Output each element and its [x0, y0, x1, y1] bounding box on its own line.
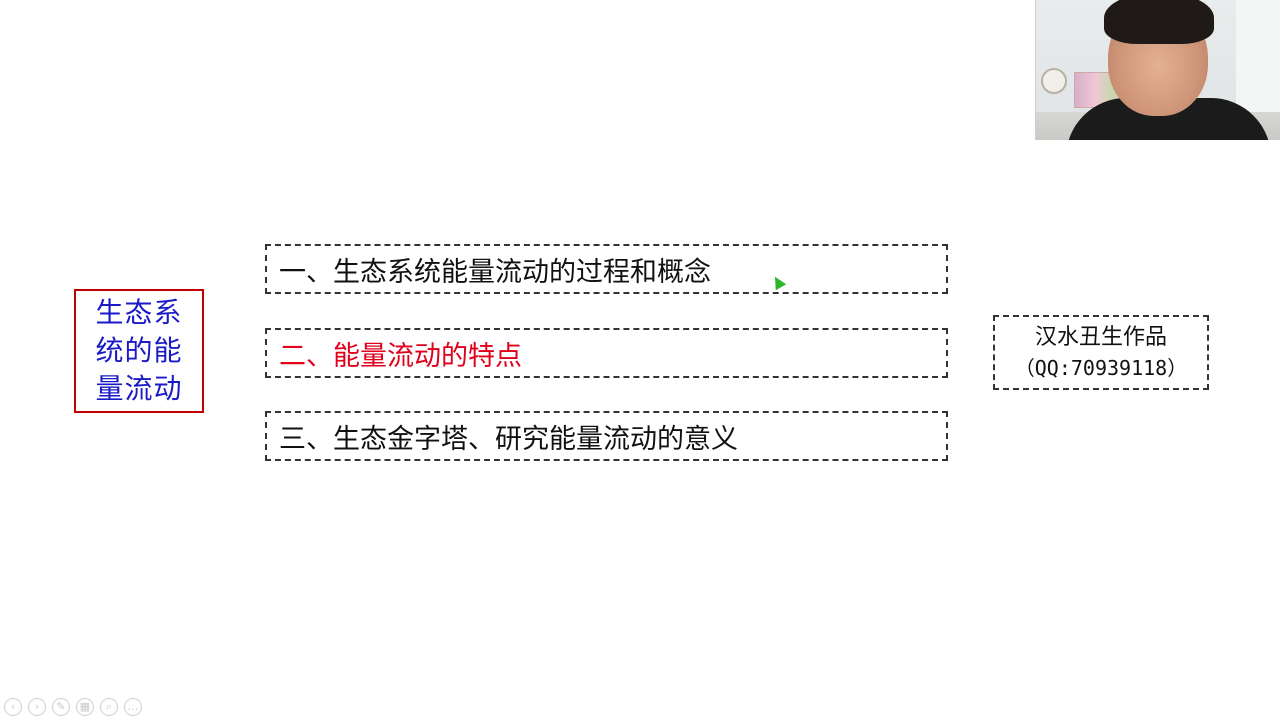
topic-item-2: 二、能量流动的特点 [265, 328, 948, 378]
slides-icon[interactable]: ▦ [76, 698, 94, 716]
author-name: 汉水丑生作品 [1034, 324, 1167, 350]
zoom-icon[interactable]: ⌕ [100, 698, 118, 716]
slide-title: 生态系统的能量流动 [74, 289, 204, 413]
next-icon[interactable]: › [28, 698, 46, 716]
author-contact: （QQ:70939118） [1014, 355, 1188, 380]
author-credit: 汉水丑生作品 （QQ:70939118） [993, 315, 1209, 390]
topic-label: 二、能量流动的特点 [279, 340, 522, 372]
slide-title-text: 生态系统的能量流动 [95, 296, 183, 405]
slideshow-toolbar: ‹ › ✎ ▦ ⌕ … [4, 698, 142, 716]
topic-item-3: 三、生态金字塔、研究能量流动的意义 [265, 411, 948, 461]
webcam-overlay [1035, 0, 1280, 140]
topic-label: 一、生态系统能量流动的过程和概念 [279, 256, 711, 288]
prev-icon[interactable]: ‹ [4, 698, 22, 716]
pen-icon[interactable]: ✎ [52, 698, 70, 716]
wall-clock-icon [1041, 68, 1067, 94]
topic-item-1: 一、生态系统能量流动的过程和概念 [265, 244, 948, 294]
presenter-hair [1104, 0, 1214, 44]
topic-label: 三、生态金字塔、研究能量流动的意义 [279, 423, 738, 455]
more-icon[interactable]: … [124, 698, 142, 716]
